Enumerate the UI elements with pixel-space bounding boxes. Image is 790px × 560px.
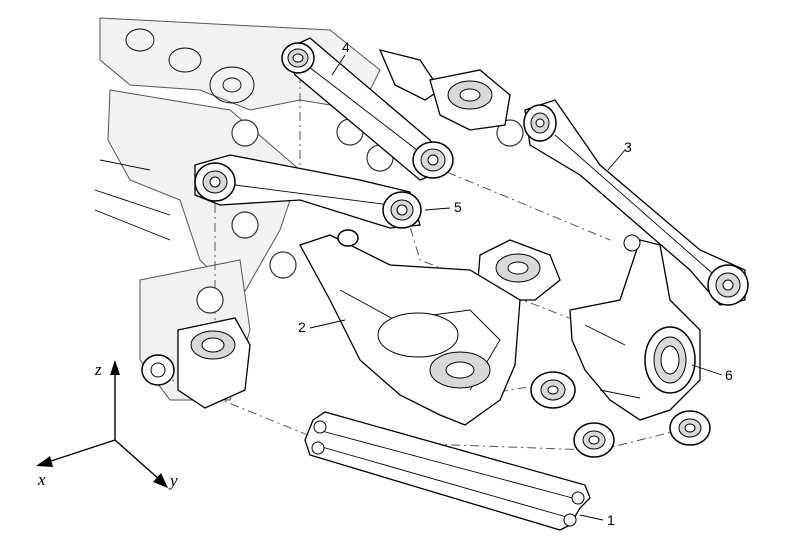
label-part-5: 5: [454, 199, 462, 215]
leader-lines: [309, 54, 723, 521]
lower-control-arm-2: [299, 229, 521, 426]
hidden-bushing-circles: [196, 118, 524, 314]
label-part-4: 4: [342, 39, 350, 55]
loose-bushings: [530, 371, 711, 458]
axis-label-x: x: [37, 470, 46, 489]
label-part-3: 3: [624, 139, 632, 155]
lower-link-1: [304, 411, 591, 531]
wheel-carrier-6: [569, 234, 701, 421]
label-part-6: 6: [725, 367, 733, 383]
lateral-arm-5: [194, 154, 422, 229]
control-arm-3: [523, 99, 749, 306]
coordinate-axes: [36, 360, 168, 488]
spring-seat: [477, 239, 561, 301]
upper-mount-bracket: [378, 49, 511, 131]
label-part-2: 2: [298, 319, 306, 335]
axis-label-z: z: [94, 360, 102, 379]
label-part-1: 1: [607, 512, 615, 528]
subframe-bushing: [141, 317, 251, 409]
axis-label-y: y: [168, 471, 178, 490]
upper-control-arm-4: [281, 37, 454, 181]
